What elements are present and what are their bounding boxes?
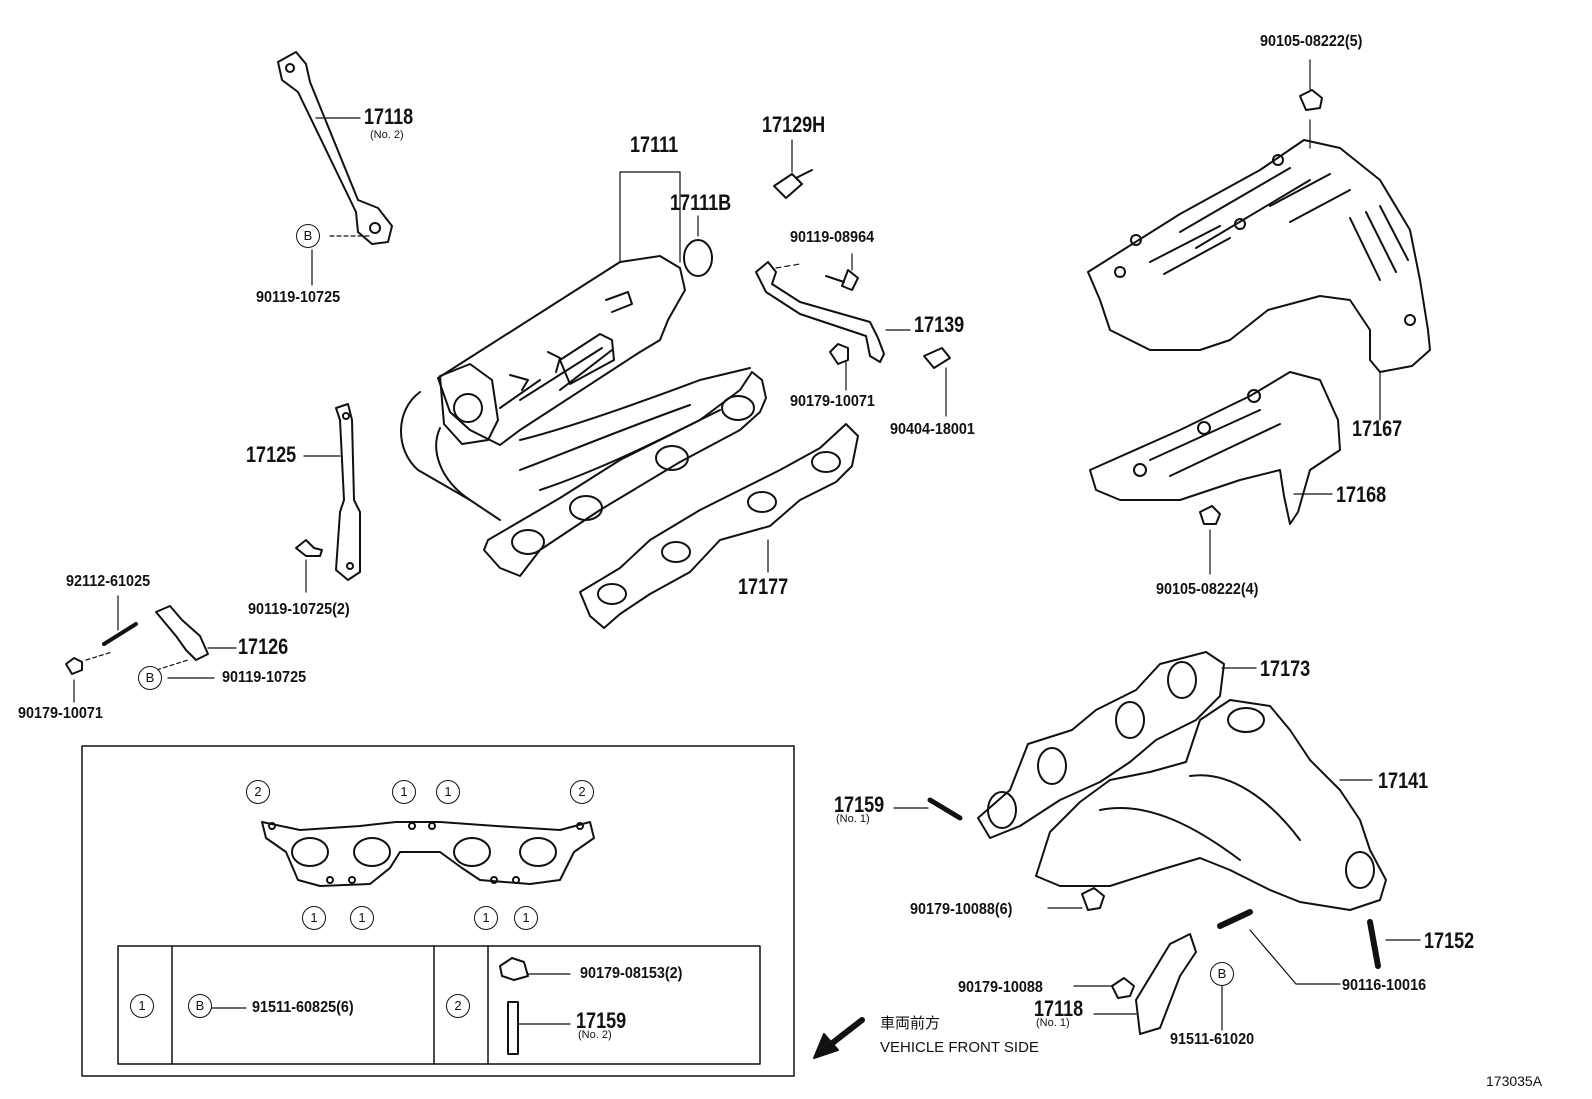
- diagram-id: 173035A: [1486, 1073, 1543, 1089]
- inset-marker-2: 2: [246, 780, 270, 804]
- inset-marker-1: 1: [514, 906, 538, 930]
- intake-gasket-drawing: [579, 423, 859, 629]
- inset-marker-1: 1: [436, 780, 460, 804]
- label-17139: 17139: [914, 312, 965, 337]
- label-90119-10725-top: 90119-10725: [256, 289, 341, 306]
- marker-b-icon: B: [1210, 962, 1234, 986]
- heat-insulator-17167-drawing: [1087, 59, 1431, 421]
- stay-no2-drawing: [277, 51, 393, 286]
- label-17173: 17173: [1260, 656, 1311, 681]
- stay-17125-drawing: [295, 403, 361, 593]
- marker-b-icon: B: [296, 224, 320, 248]
- heat-insulator-17168-drawing: [1089, 371, 1341, 575]
- label-17118-no2: 17118: [364, 104, 414, 129]
- intake-manifold-drawing: [400, 171, 767, 577]
- label-17167: 17167: [1352, 416, 1403, 441]
- plug-drawing: [683, 215, 713, 277]
- label-90105-08222-5: 90105-08222(5): [1260, 33, 1363, 50]
- marker-b-icon: B: [138, 666, 162, 690]
- label-90116-10016: 90116-10016: [1342, 977, 1427, 994]
- label-17141: 17141: [1378, 768, 1429, 793]
- label-90119-08964: 90119-08964: [790, 229, 875, 246]
- inset-marker-1: 1: [302, 906, 326, 930]
- sensor-17129h-drawing: [773, 139, 813, 199]
- inset-marker-2: 2: [570, 780, 594, 804]
- label-90119-10725-b: 90119-10725: [222, 669, 307, 686]
- inset-row2-part-b: 17159: [576, 1008, 627, 1033]
- label-90404-18001: 90404-18001: [890, 421, 975, 438]
- inset-marker-1: 1: [474, 906, 498, 930]
- exhaust-hardware-drawing: [893, 797, 1421, 1035]
- label-17129h: 17129H: [762, 112, 826, 137]
- label-90179-10071-mid: 90179-10071: [790, 393, 875, 410]
- inset-row1-marker: 1: [130, 994, 154, 1018]
- inset-row2-marker: 2: [446, 994, 470, 1018]
- inset-row2-part-b-sub: (No. 2): [578, 1029, 612, 1041]
- label-17125: 17125: [246, 442, 297, 467]
- inset-marker-1: 1: [392, 780, 416, 804]
- label-92112-61025: 92112-61025: [66, 573, 151, 590]
- label-90179-10071-left: 90179-10071: [18, 705, 103, 722]
- label-17111b: 17111B: [670, 190, 732, 215]
- label-90105-08222-4: 90105-08222(4): [1156, 581, 1259, 598]
- label-17118-no1-sub: (No. 1): [1036, 1017, 1070, 1029]
- exhaust-gasket-drawing: [977, 651, 1257, 839]
- label-90179-10088: 90179-10088: [958, 979, 1043, 996]
- label-17177: 17177: [738, 574, 789, 599]
- label-17118-no1: 17118: [1034, 996, 1084, 1021]
- inset-row1-b-icon: B: [188, 994, 212, 1018]
- vehicle-front-arrow: [813, 1017, 865, 1059]
- gasket-inset-box: [81, 745, 795, 1077]
- inset-row2-part-a: 90179-08153(2): [580, 965, 683, 982]
- front-label-en: VEHICLE FRONT SIDE: [880, 1039, 1039, 1056]
- label-90119-10725-2: 90119-10725(2): [248, 601, 350, 618]
- label-17111: 17111: [630, 132, 679, 157]
- bracket-17126-drawing: [65, 595, 237, 703]
- pipe-17139-drawing: [755, 253, 951, 417]
- label-17168: 17168: [1336, 482, 1387, 507]
- label-17152: 17152: [1424, 928, 1475, 953]
- front-label-jp: 車両前方: [880, 1015, 941, 1032]
- label-17126: 17126: [238, 634, 289, 659]
- inset-marker-1: 1: [350, 906, 374, 930]
- exhaust-manifold-drawing: [1035, 699, 1387, 911]
- label-17159-no1: 17159: [834, 792, 885, 817]
- label-90179-10088-6: 90179-10088(6): [910, 901, 1013, 918]
- inset-row1-part: 91511-60825(6): [252, 999, 354, 1016]
- label-17118-no2-sub: (No. 2): [370, 129, 404, 141]
- label-17159-no1-sub: (No. 1): [836, 813, 870, 825]
- label-91511-61020: 91511-61020: [1170, 1031, 1255, 1048]
